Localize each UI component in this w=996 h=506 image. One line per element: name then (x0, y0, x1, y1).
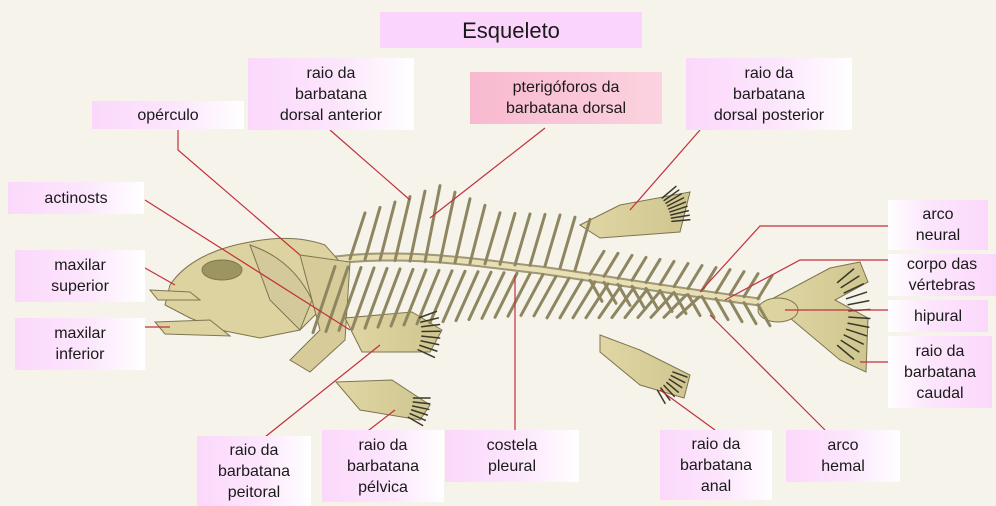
fin-ray (847, 292, 867, 299)
dorsal-spine (350, 213, 365, 259)
label-dorsal-posterior: raio da barbatana dorsal posterior (686, 58, 852, 130)
label-dorsal-anterior: raio da barbatana dorsal anterior (248, 58, 414, 130)
label-raio-anal: raio da barbatana anal (660, 430, 772, 500)
pelvic-fin (336, 380, 430, 420)
dorsal-spine (365, 207, 380, 259)
label-raio-peitoral: raio da barbatana peitoral (197, 436, 311, 506)
dorsal-spine (560, 217, 575, 268)
dorsal-spine (425, 186, 440, 262)
rib (430, 271, 452, 323)
orbit (202, 260, 242, 280)
dorsal-spine (485, 213, 500, 264)
neural-spine (646, 259, 660, 282)
label-corpo-vertebras: corpo das vértebras (888, 254, 996, 296)
rib (508, 274, 530, 317)
label-arco-neural: arco neural (888, 200, 988, 250)
neural-spine (618, 255, 632, 278)
dorsal-spine (455, 199, 470, 263)
neural-spine (716, 270, 730, 293)
diagram-title: Esqueleto (380, 12, 642, 48)
hemal-spine (744, 303, 756, 324)
dorsal-spine (500, 213, 515, 264)
dorsal-spine (380, 202, 395, 260)
label-arco-hemal: arco hemal (786, 430, 900, 482)
label-actinosts: actinosts (8, 182, 144, 214)
dorsal-spine (410, 191, 425, 261)
rib (495, 273, 517, 317)
fin-ray (848, 301, 869, 305)
label-maxilar-inferior: maxilar inferior (15, 318, 145, 370)
leader-dorsal-anterior (330, 130, 410, 200)
dorsal-spine (515, 214, 530, 265)
label-pterigoforos: pterigóforos da barbatana dorsal (470, 72, 662, 124)
rib (456, 272, 478, 321)
leader-raio-anal (660, 390, 715, 430)
dorsal-spine (440, 192, 455, 262)
label-hipural: hipural (888, 300, 988, 332)
rib (482, 273, 504, 319)
rib (417, 270, 439, 324)
neural-spine (660, 261, 674, 284)
rib (521, 274, 543, 315)
dorsal-spine (470, 205, 485, 263)
label-costela-pleural: costela pleural (445, 430, 579, 482)
rib (443, 271, 465, 321)
neural-spine (674, 263, 688, 286)
neural-spine (590, 251, 604, 274)
label-raio-caudal: raio da barbatana caudal (888, 336, 992, 408)
neural-spine (632, 257, 646, 280)
neural-spine (604, 253, 618, 276)
dorsal-spine (545, 215, 560, 266)
leader-operculo (178, 130, 300, 255)
label-raio-pelvica: raio da barbatana pélvica (322, 430, 444, 502)
rib (469, 272, 491, 319)
label-maxilar-superior: maxilar superior (15, 250, 145, 302)
dorsal-spine (395, 197, 410, 261)
neural-spine (744, 274, 758, 297)
leader-pterigoforos (430, 128, 545, 218)
label-operculo: opérculo (92, 101, 244, 129)
dorsal-spine (530, 214, 545, 265)
anal-fin (600, 335, 690, 398)
leader-maxilar-superior (145, 268, 175, 285)
neural-spine (688, 266, 702, 289)
